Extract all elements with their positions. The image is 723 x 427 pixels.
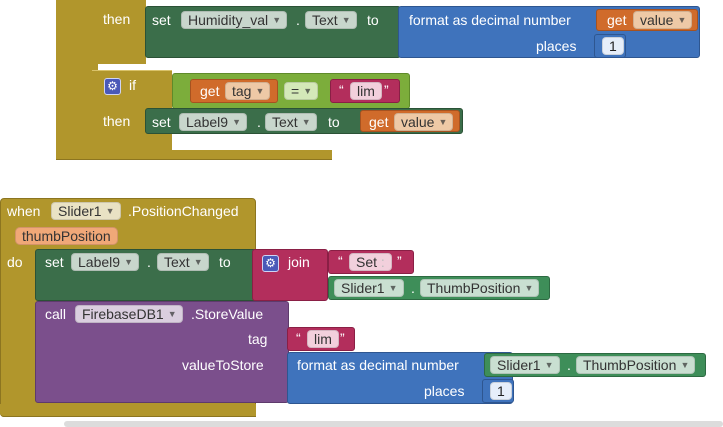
chevron-down-icon: ▼	[677, 15, 687, 25]
get-label-1: get	[607, 12, 627, 28]
chevron-down-icon: ▼	[193, 257, 203, 267]
param-thumbposition[interactable]: thumbPosition	[15, 227, 118, 245]
then-block-1[interactable]	[92, 0, 146, 64]
get-tag-label: get	[200, 83, 220, 99]
component-dropdown-humidity-val[interactable]: Humidity_val▼	[181, 11, 288, 29]
event-name: .PositionChanged	[128, 203, 239, 219]
component-dropdown-label9-1[interactable]: Label9▼	[179, 113, 248, 131]
to-label-1: to	[367, 12, 379, 28]
component-dropdown-slider1-event[interactable]: Slider1▼	[51, 202, 121, 220]
outer-control-block-bottom	[56, 150, 332, 160]
property-dropdown-thumbposition-1[interactable]: ThumbPosition▼	[420, 279, 540, 297]
to-label-2: to	[328, 114, 340, 130]
chevron-down-icon: ▼	[388, 283, 398, 293]
text-lim-value-2[interactable]: lim	[307, 330, 339, 348]
do-label: do	[7, 254, 23, 270]
places-label-1: places	[536, 38, 577, 54]
outer-control-block[interactable]	[56, 0, 98, 160]
property-dropdown-text-3[interactable]: Text▼	[157, 253, 209, 271]
chevron-down-icon: ▼	[105, 206, 115, 216]
close-quote-2: ”	[397, 253, 402, 269]
dot-5: .	[567, 357, 571, 373]
property-dropdown-text-2[interactable]: Text▼	[265, 113, 317, 131]
set-label-1: set	[152, 12, 171, 28]
chevron-down-icon: ▼	[438, 117, 448, 127]
set-label9-block-2[interactable]	[35, 249, 257, 301]
tag-param-label: tag	[248, 331, 268, 347]
dot-1: .	[296, 12, 300, 28]
set-label-2: set	[152, 114, 171, 130]
workspace-horizontal-scrollbar[interactable]	[64, 421, 723, 427]
if-label: if	[129, 77, 136, 93]
component-dropdown-firebasedb1[interactable]: FirebaseDB1▼	[75, 305, 183, 323]
close-quote-1: ”	[384, 82, 389, 98]
when-label: when	[7, 203, 41, 219]
property-dropdown-thumbposition-2[interactable]: ThumbPosition▼	[576, 356, 696, 374]
places-value-1[interactable]: 1	[602, 37, 624, 55]
gear-icon[interactable]: ⚙	[104, 78, 121, 95]
places-value-2[interactable]: 1	[490, 382, 512, 400]
get-label-2: get	[369, 114, 389, 130]
dot-4: .	[411, 280, 415, 296]
variable-dropdown-value-2[interactable]: value▼	[394, 113, 454, 131]
event-handler-block-bottom	[0, 404, 256, 417]
chevron-down-icon: ▼	[255, 86, 265, 96]
variable-dropdown-value-1[interactable]: value▼	[633, 11, 693, 29]
chevron-down-icon: ▼	[301, 117, 311, 127]
chevron-down-icon: ▼	[303, 86, 313, 96]
to-label-3: to	[219, 254, 231, 270]
open-quote-3: “	[296, 330, 301, 346]
text-lim-value[interactable]: lim	[350, 82, 382, 100]
chevron-down-icon: ▼	[680, 360, 690, 370]
property-dropdown-text-1[interactable]: Text▼	[305, 11, 357, 29]
chevron-down-icon: ▼	[167, 309, 177, 319]
close-quote-3: ”	[340, 330, 345, 346]
then-label-2: then	[103, 113, 131, 129]
join-label: join	[288, 254, 310, 270]
compare-operator-dropdown[interactable]: =▼	[284, 82, 319, 100]
variable-dropdown-tag[interactable]: tag▼	[225, 82, 271, 100]
chevron-down-icon: ▼	[124, 257, 134, 267]
gear-icon[interactable]: ⚙	[262, 255, 279, 272]
valuetostore-param-label: valueToStore	[182, 357, 264, 373]
chevron-down-icon: ▼	[272, 15, 282, 25]
open-quote-1: “	[339, 82, 344, 98]
component-dropdown-slider1-join[interactable]: Slider1▼	[334, 279, 404, 297]
chevron-down-icon: ▼	[544, 360, 554, 370]
method-name: .StoreValue	[191, 306, 264, 322]
format-decimal-label-1: format as decimal number	[409, 12, 571, 28]
open-quote-2: “	[338, 253, 343, 269]
chevron-down-icon: ▼	[232, 117, 242, 127]
component-dropdown-slider1-format[interactable]: Slider1▼	[490, 356, 560, 374]
chevron-down-icon: ▼	[341, 15, 351, 25]
component-dropdown-label9-2[interactable]: Label9▼	[71, 253, 140, 271]
format-decimal-label-2: format as decimal number	[297, 357, 459, 373]
call-label: call	[45, 306, 67, 322]
then-label-1: then	[103, 11, 131, 27]
text-set-value[interactable]: Set :	[349, 253, 392, 271]
chevron-down-icon: ▼	[524, 283, 534, 293]
dot-3: .	[147, 254, 151, 270]
dot-2: .	[257, 114, 261, 130]
set-label-3: set	[45, 254, 64, 270]
format-decimal-block-2[interactable]	[287, 352, 513, 404]
places-label-2: places	[424, 383, 465, 399]
